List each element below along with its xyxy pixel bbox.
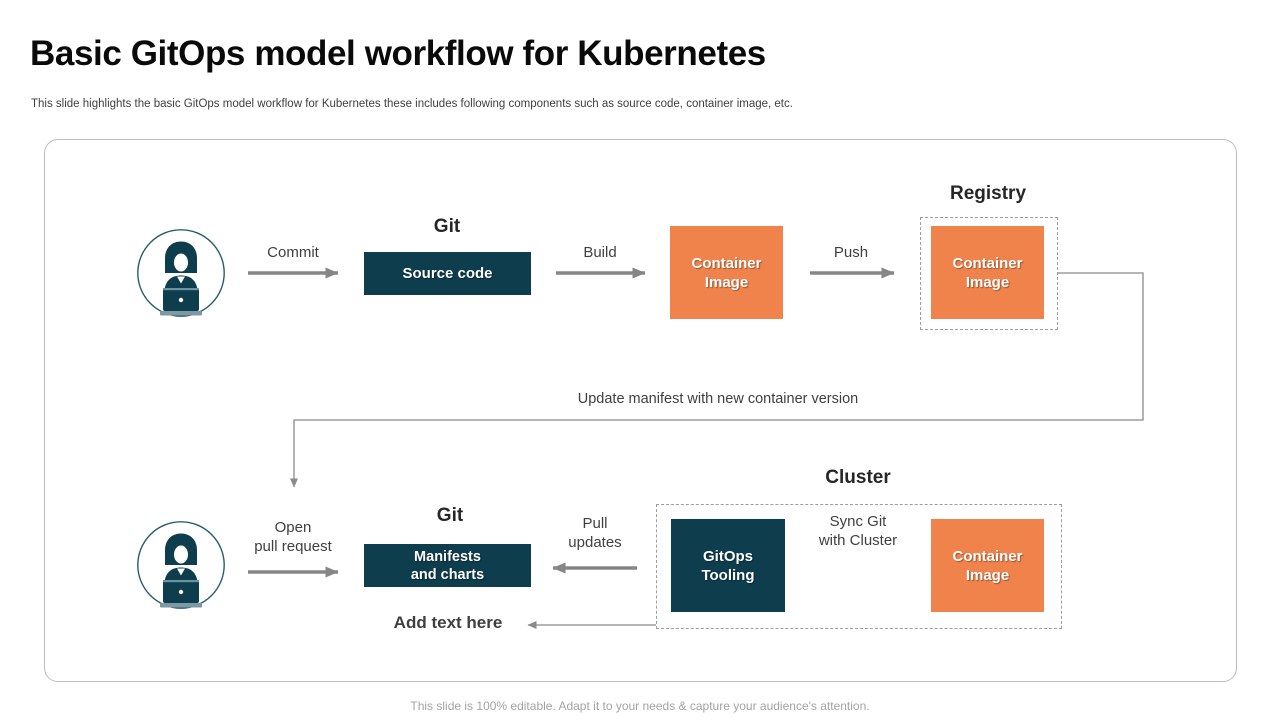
container-image-box: Container Image xyxy=(670,226,783,319)
source-code-box: Source code xyxy=(364,252,531,295)
git-heading-top: Git xyxy=(433,216,461,237)
woman-at-laptop-icon xyxy=(137,521,225,609)
manifests-and-charts-box: Manifests and charts xyxy=(364,544,531,587)
git-heading-bottom: Git xyxy=(436,505,464,526)
sync-git-label: Sync Git with Cluster xyxy=(818,513,898,549)
woman-at-laptop-icon xyxy=(137,229,225,317)
add-text-here-label: Add text here xyxy=(393,613,503,632)
open-pull-request-label: Open pull request xyxy=(254,519,332,555)
gitops-tooling-box: GitOps Tooling xyxy=(671,519,785,612)
pull-updates-label: Pull updates xyxy=(568,515,622,551)
update-manifest-label: Update manifest with new container versi… xyxy=(577,391,859,407)
page-title: Basic GitOps model workflow for Kubernet… xyxy=(30,34,766,73)
registry-heading: Registry xyxy=(949,183,1027,204)
slide-footer-note: This slide is 100% editable. Adapt it to… xyxy=(410,699,870,713)
push-label: Push xyxy=(833,244,869,261)
cluster-container-image-box: Container Image xyxy=(931,519,1044,612)
build-label: Build xyxy=(583,244,617,261)
commit-label: Commit xyxy=(267,244,319,261)
cluster-heading: Cluster xyxy=(825,467,891,488)
registry-container-image-box: Container Image xyxy=(931,226,1044,319)
slide-subtitle: This slide highlights the basic GitOps m… xyxy=(31,98,793,110)
